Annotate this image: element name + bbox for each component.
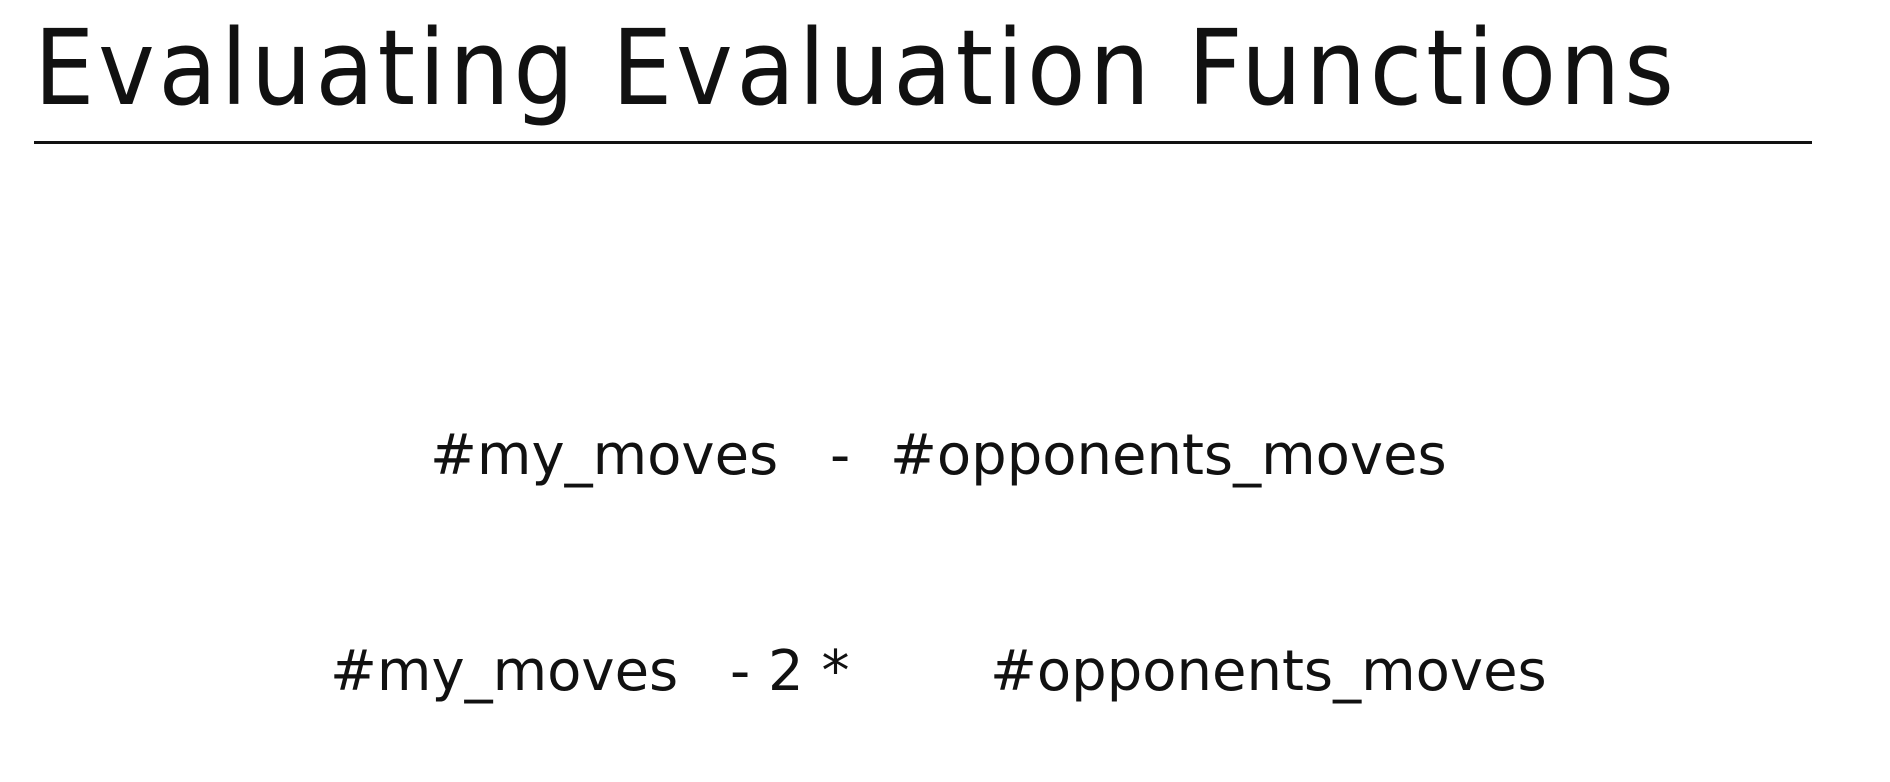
expression-rhs: #opponents_moves bbox=[890, 423, 1447, 488]
expression-row: #my_moves - 2 * #opponents_moves bbox=[0, 632, 1890, 712]
expression-lhs: #my_moves bbox=[430, 423, 779, 488]
expression-operator: - 2 * bbox=[730, 639, 850, 704]
title-divider bbox=[34, 141, 1812, 144]
expression-rhs: #opponents_moves bbox=[990, 639, 1547, 704]
expression-lhs: #my_moves bbox=[330, 639, 679, 704]
page-title: Evaluating Evaluation Functions bbox=[34, 7, 1678, 129]
expression-row: #my_moves - #opponents_moves bbox=[0, 416, 1890, 496]
expression-operator: - bbox=[830, 423, 851, 488]
